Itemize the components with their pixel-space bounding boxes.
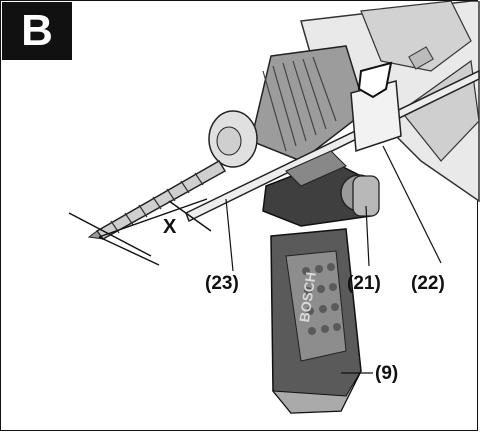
leader-lines bbox=[225, 145, 442, 374]
callout-depth-stop-rod: (23) bbox=[205, 273, 239, 294]
callout-depth-stop-screw: (21) bbox=[347, 273, 381, 294]
side-handle bbox=[270, 228, 362, 414]
callout-depth-stop-clamp: (22) bbox=[411, 273, 445, 294]
dimension-lines bbox=[68, 198, 212, 266]
drill-bit bbox=[87, 159, 227, 240]
dimension-x-label: X bbox=[163, 216, 177, 238]
handle-collar bbox=[262, 61, 402, 227]
callout-handle: (9) bbox=[375, 363, 399, 384]
drill-chuck bbox=[208, 45, 367, 168]
figure-letter-badge: B bbox=[2, 2, 72, 60]
